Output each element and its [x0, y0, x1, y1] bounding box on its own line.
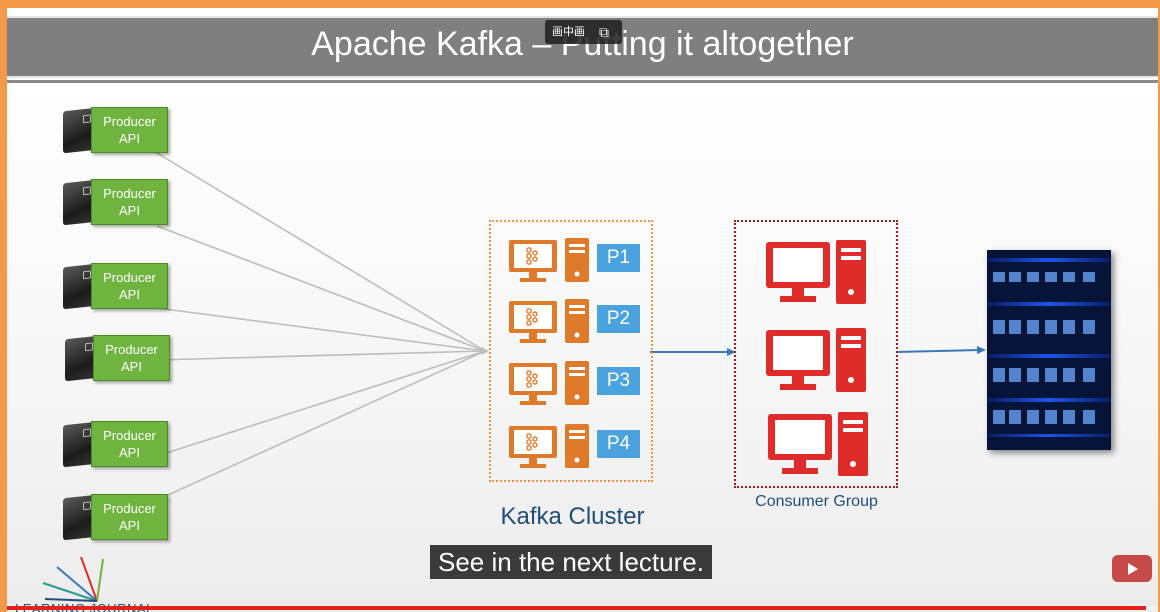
producer-line-6 — [156, 350, 486, 501]
youtube-play-icon — [1128, 563, 1138, 575]
kafka-broker-3: P3 — [505, 359, 645, 409]
slide-content — [7, 84, 1158, 612]
consumer-group — [734, 220, 898, 488]
learning-journal-logo: LEARNING JOURNAL — [7, 553, 177, 612]
title-divider — [7, 80, 1158, 83]
kafka-broker-icon — [509, 299, 589, 343]
kafka-broker-1: P1 — [505, 236, 645, 286]
producer-line-5 — [156, 350, 486, 457]
computer-icon — [766, 240, 866, 304]
cluster-arrowhead — [481, 347, 489, 355]
kafka-broker-icon — [509, 361, 589, 405]
producer-line-1 — [156, 152, 486, 352]
pip-label: 画中画 — [552, 26, 585, 38]
kafka-broker-4: P4 — [505, 422, 645, 472]
picture-in-picture-button[interactable]: 画中画 ⧉ — [545, 20, 622, 44]
consumer-group-label: Consumer Group — [755, 493, 878, 510]
computer-icon — [766, 328, 866, 392]
partition-badge: P3 — [597, 367, 640, 395]
computer-icon — [768, 412, 868, 476]
youtube-play-button[interactable] — [1112, 555, 1152, 582]
consumer-to-storage-arrow — [895, 349, 981, 353]
producer-line-3 — [156, 307, 486, 352]
video-progress-bar[interactable] — [7, 606, 1158, 610]
connector-lines — [156, 152, 986, 501]
producer-line-2 — [156, 225, 486, 352]
partition-badge: P2 — [597, 305, 640, 333]
producer-line-4 — [156, 350, 486, 361]
consumer-arrowhead — [727, 348, 736, 356]
video-progress-fill — [7, 606, 1147, 610]
partition-badge: P4 — [597, 430, 640, 458]
kafka-cluster: P1 P2 — [489, 220, 653, 482]
partition-badge: P1 — [597, 244, 640, 272]
kafka-broker-icon — [509, 424, 589, 468]
kafka-broker-icon — [509, 238, 589, 282]
video-frame[interactable]: Apache Kafka – Putting it altogether Pro… — [7, 8, 1158, 612]
kafka-cluster-label: Kafka Cluster — [500, 503, 645, 530]
caption-text: See in the next lecture. — [430, 545, 712, 579]
storage-arrowhead — [977, 346, 986, 354]
server-rack-icon — [987, 250, 1111, 450]
picture-in-picture-icon: ⧉ — [599, 24, 609, 40]
kafka-broker-2: P2 — [505, 297, 645, 347]
logo-rays-icon — [42, 556, 104, 602]
